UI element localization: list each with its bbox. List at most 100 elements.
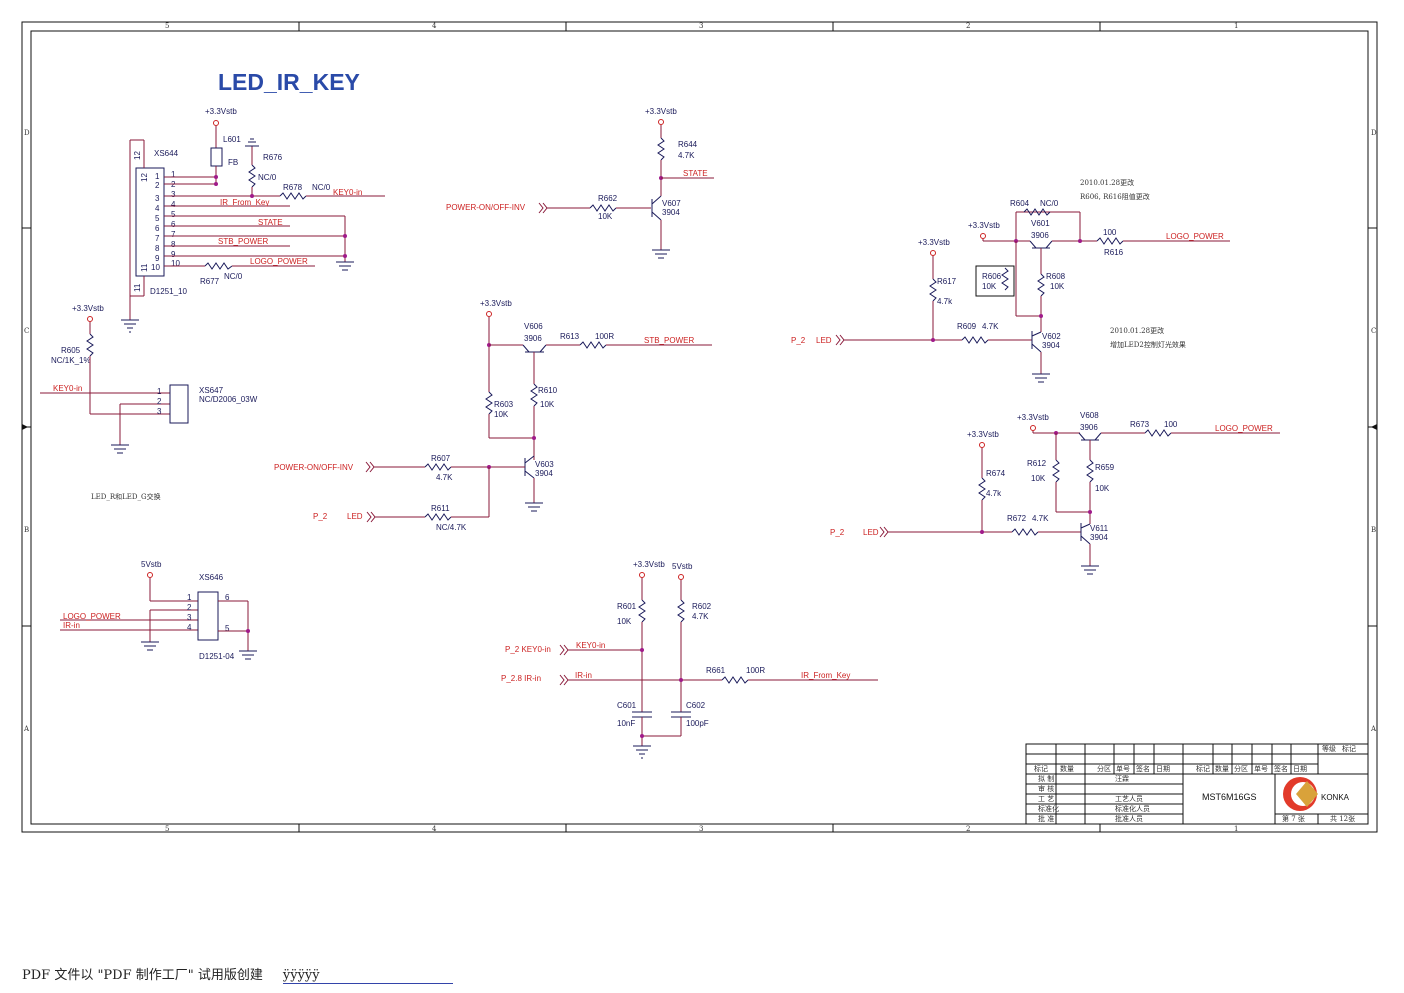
power-label: +3.3Vstb	[1017, 413, 1049, 422]
port-arrow-icon	[879, 526, 885, 538]
power-label: 5Vstb	[672, 562, 693, 571]
pin-label: 2	[157, 397, 162, 406]
frame-arrow-icon	[1371, 424, 1377, 430]
row-label: B	[1371, 526, 1376, 534]
net-label: LED	[816, 336, 832, 345]
pin-label: 5	[155, 214, 160, 223]
note-text: 增加LED2控制灯光效果	[1110, 340, 1186, 349]
ref-label: R611	[431, 504, 450, 513]
col-label: 3	[699, 825, 703, 833]
resistor-icon	[1144, 429, 1172, 437]
port-arrow-icon	[559, 674, 565, 686]
pin-label: 10	[151, 263, 160, 272]
tb-text: 第 7 张	[1282, 814, 1305, 823]
net-label: P_2	[791, 336, 806, 345]
ref-label: C601	[617, 701, 637, 710]
power-label: 5Vstb	[141, 560, 162, 569]
power-label: +3.3Vstb	[968, 221, 1000, 230]
pin-label: 2	[155, 181, 160, 190]
value-label: 3904	[535, 469, 553, 478]
tb-text: 汪霖	[1115, 775, 1129, 783]
net-label: IR-in	[63, 621, 80, 630]
page-title: LED_IR_KEY	[218, 69, 360, 95]
ref-label: R617	[937, 277, 957, 286]
resistor-icon	[677, 599, 685, 623]
power-label: +3.3Vstb	[967, 430, 999, 439]
ref-label: R674	[986, 469, 1006, 478]
tb-text: 签名	[1274, 764, 1288, 773]
value-label: 4.7K	[436, 473, 453, 482]
resistor-icon	[279, 192, 307, 200]
connector-xs647-icon	[169, 384, 189, 424]
ref-label: XS644	[154, 149, 179, 158]
col-label: 5	[165, 825, 169, 833]
pin-label: 3	[187, 613, 192, 622]
ref-label: R661	[706, 666, 726, 675]
footer-link[interactable]: ÿÿÿÿÿ	[282, 968, 453, 984]
power-icon	[87, 316, 93, 322]
net-label: LOGO_POWER	[250, 257, 308, 266]
pin-label: 9	[155, 254, 160, 263]
value-label: 4.7K	[1032, 514, 1049, 523]
value-label: NC/0	[224, 272, 243, 281]
note-text: 2010.01.28更改	[1080, 178, 1134, 187]
frame-arrow-icon	[22, 424, 28, 430]
ref-label: V608	[1080, 411, 1099, 420]
note-text: R606, R616阻值更改	[1080, 192, 1150, 201]
row-label: A	[23, 725, 30, 733]
title-block: 等级 标记 标记 数量 分区 单号 签名 日期 标记 数量 分区 单号 签名 日…	[1025, 743, 1369, 825]
value-label: 10K	[598, 212, 613, 221]
ref-label: R609	[957, 322, 977, 331]
pin-label: 4	[171, 200, 176, 209]
port-arrow-icon	[366, 511, 372, 523]
pin-label: 6	[155, 224, 160, 233]
resistor-icon	[978, 477, 986, 501]
ref-label: XS646	[199, 573, 224, 582]
net-label: KEY0-in	[53, 384, 82, 393]
power-icon	[1030, 425, 1036, 431]
resistor-icon	[530, 383, 538, 407]
pin-label: 8	[171, 240, 176, 249]
pin-label: 8	[155, 244, 160, 253]
power-label: +3.3Vstb	[633, 560, 665, 569]
resistor-icon	[204, 262, 233, 270]
value-label: 3904	[1042, 341, 1060, 350]
net-label: LOGO_POWER	[1215, 424, 1273, 433]
value-label: NC/0	[1040, 199, 1059, 208]
power-label: +3.3Vstb	[645, 107, 677, 116]
col-label: 1	[1234, 825, 1238, 833]
resistor-icon	[424, 463, 452, 471]
pin-label: 9	[171, 250, 176, 259]
pin-label: 1	[155, 172, 160, 181]
net-label: LOGO_POWER	[1166, 232, 1224, 241]
ref-label: C602	[686, 701, 706, 710]
pin-label: 11	[133, 283, 142, 292]
value-label: NC/4.7K	[436, 523, 467, 532]
value-label: 10K	[494, 410, 509, 419]
pin-label: 4	[187, 623, 192, 632]
drawing-frame: 5 4 3 2 1 5 4 3 2 1 D C B A D C B A	[21, 21, 1378, 833]
value-label: 100	[1103, 228, 1117, 237]
ref-label: V611	[1090, 524, 1109, 533]
resistor-icon	[86, 333, 94, 357]
resistor-icon	[961, 336, 989, 344]
tb-text: 工 艺	[1038, 795, 1054, 803]
net-label: IR-in	[575, 671, 592, 680]
v607-stage: +3.3Vstb R644 4.7K STATE POWER-ON/OFF-IN…	[446, 107, 714, 259]
ref-label: R605	[61, 346, 81, 355]
model-label: MST6M16GS	[1202, 792, 1257, 802]
tb-text: 等级	[1322, 744, 1336, 753]
pin-label: 1	[157, 387, 162, 396]
ref-label: R604	[1010, 199, 1030, 208]
ref-label: R662	[598, 194, 618, 203]
value-label: 100R	[595, 332, 614, 341]
ref-label: R602	[692, 602, 712, 611]
ref-label: XS647	[199, 386, 224, 395]
col-label: 2	[966, 22, 970, 30]
value-label: 10nF	[617, 719, 635, 728]
value-label: NC/0	[258, 173, 277, 182]
tb-text: 单号	[1116, 764, 1130, 773]
power-label: +3.3Vstb	[205, 107, 237, 116]
